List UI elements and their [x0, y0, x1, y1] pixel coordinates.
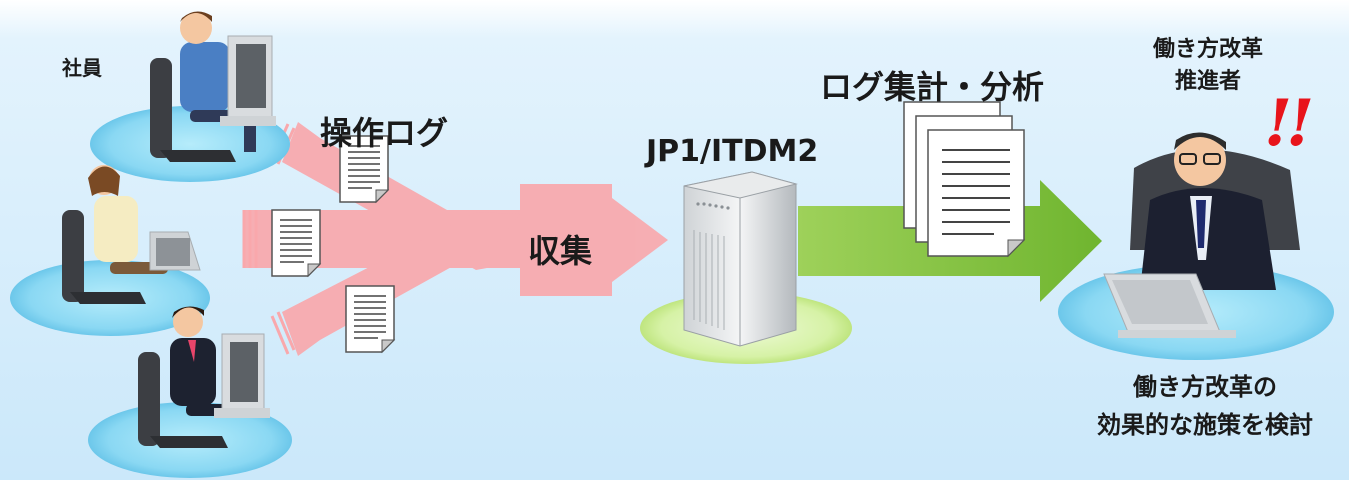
manager-with-laptop-icon [1103, 132, 1300, 338]
consider-label-line2: 効果的な施策を検討 [1097, 411, 1313, 439]
operation-log-label: 操作ログ [320, 114, 449, 152]
employee-male-suit-icon [138, 306, 270, 448]
employee-male-blue-shirt-icon [150, 11, 276, 162]
promoter-label-line2: 推進者 [1174, 69, 1241, 94]
promoter-label: 働き方改革 推進者 [1123, 34, 1293, 98]
server-tower-icon [683, 171, 798, 347]
consider-measures-label: 働き方改革の 効果的な施策を検討 [1060, 368, 1349, 444]
employee-label: 社員 [62, 56, 102, 80]
aggregate-analyze-label: ログ集計・分析 [820, 68, 1045, 106]
log-document-icon [271, 135, 396, 354]
exclamation-mark: !! [1264, 86, 1314, 161]
collect-label: 収集 [528, 232, 593, 270]
promoter-label-line1: 働き方改革 [1152, 37, 1263, 62]
employee-female-icon [62, 165, 201, 304]
product-name-label: JP1/ITDM2 [646, 134, 819, 169]
consider-label-line1: 働き方改革の [1133, 373, 1277, 401]
report-stack-icon [903, 101, 1026, 258]
